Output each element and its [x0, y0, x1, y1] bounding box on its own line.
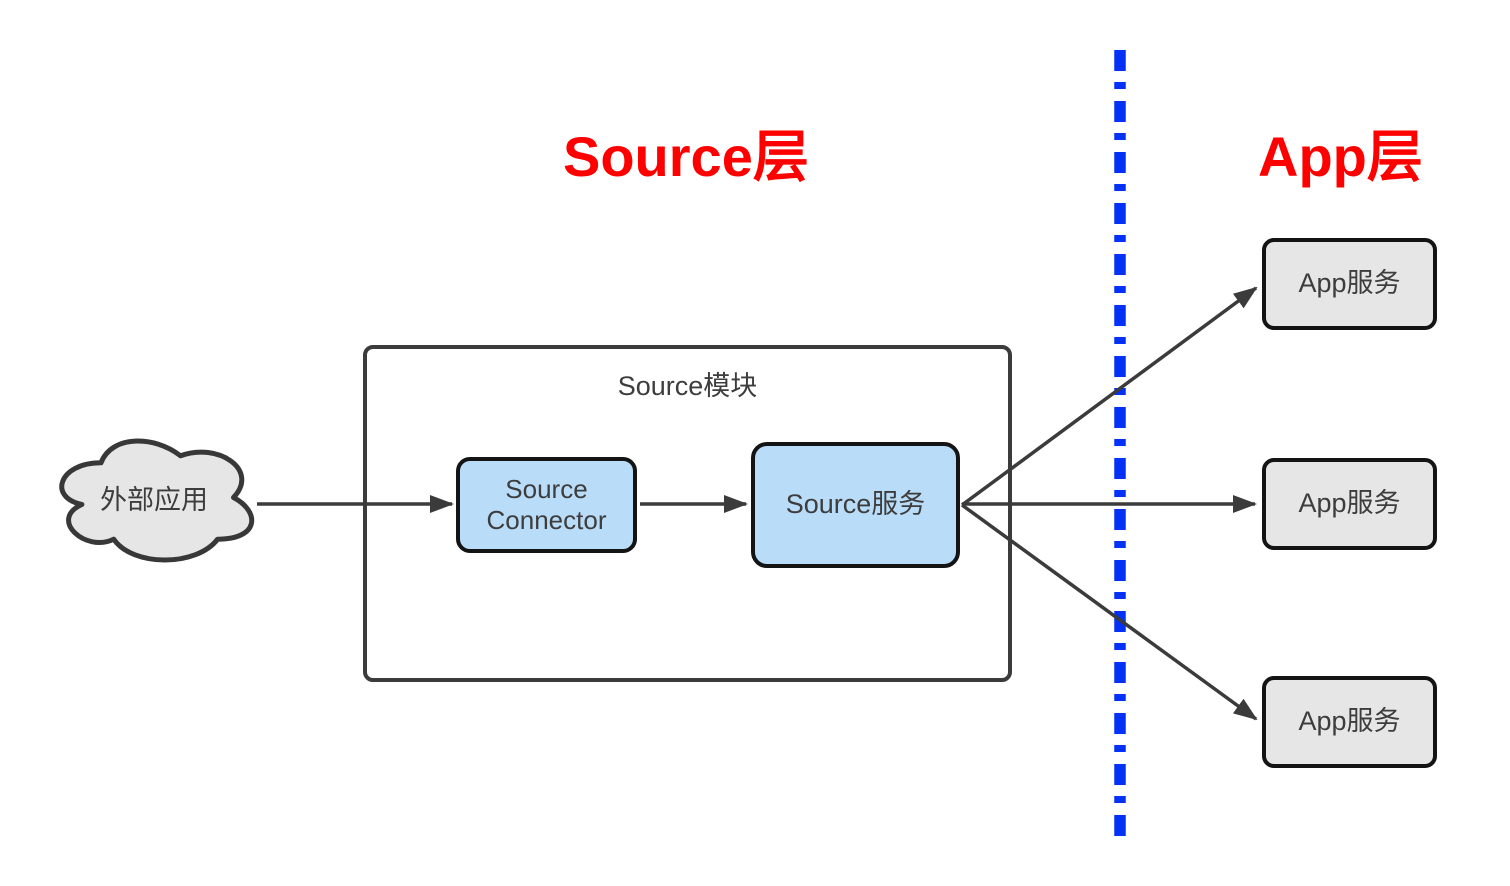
source-module-box: Source模块	[363, 345, 1012, 682]
app-service-node-2: App服务	[1262, 458, 1437, 550]
app-service-node-1: App服务	[1262, 238, 1437, 330]
external-app-cloud-shape	[59, 438, 255, 563]
source-module-label: Source模块	[617, 371, 758, 401]
external-app-label: 外部应用	[100, 485, 208, 515]
source-service-node: Source服务	[751, 442, 960, 568]
source-connector-node: Source Connector	[456, 457, 637, 553]
source-layer-title: Source层	[563, 125, 809, 188]
app-layer-title: App层	[1258, 125, 1423, 188]
app-service-node-3: App服务	[1262, 676, 1437, 768]
